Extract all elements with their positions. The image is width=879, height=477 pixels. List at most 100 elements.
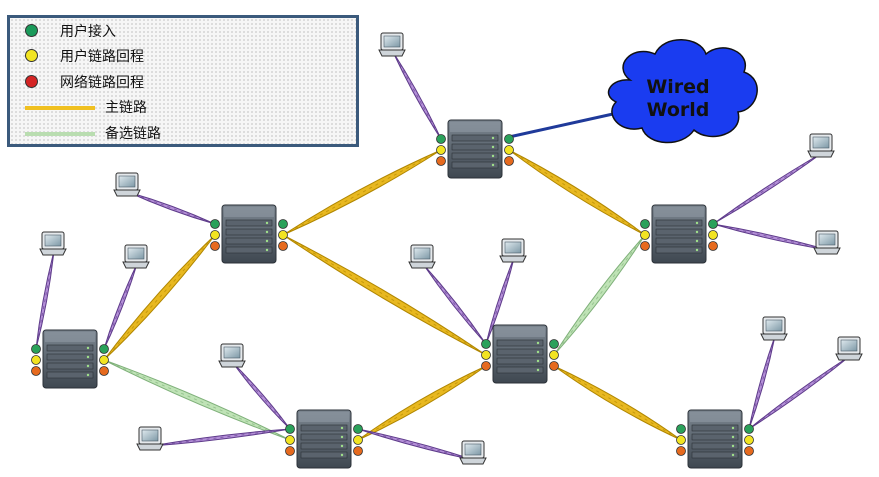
router-bay: [46, 371, 94, 379]
pc-base: [136, 443, 164, 451]
user-link-8-twist: [357, 428, 475, 461]
pc-base: [499, 255, 527, 263]
router-bay: [691, 433, 739, 441]
port-led-icon: [210, 241, 220, 251]
port-led-icon: [708, 241, 718, 251]
router-left: [31, 329, 109, 389]
client-pc-icon: [378, 32, 406, 57]
user-link-8: [357, 428, 475, 461]
port-led-icon: [549, 339, 559, 349]
router-status-light: [86, 346, 90, 350]
router-bl: [285, 409, 363, 469]
router-bay: [225, 246, 273, 254]
port-led-icon: [504, 134, 514, 144]
router-status-light: [340, 426, 344, 430]
main-link-0: [282, 149, 442, 236]
port-led-icon: [210, 219, 220, 229]
user-link-2-twist: [35, 250, 55, 350]
cloud-label-line1: Wired: [646, 76, 709, 98]
port-led-icon: [676, 424, 686, 434]
port-led-icon: [708, 219, 718, 229]
router-bay: [300, 442, 348, 450]
port-led-icon: [353, 446, 363, 456]
nodes-layer: [31, 32, 863, 469]
router-bay: [46, 353, 94, 361]
pc-base: [813, 247, 841, 255]
port-led-icon: [744, 446, 754, 456]
router-bay: [225, 219, 273, 227]
pc-screen: [765, 319, 783, 332]
port-led-icon: [278, 241, 288, 251]
router-bay: [655, 237, 703, 245]
pc-screen: [840, 339, 858, 352]
router-status-light: [86, 364, 90, 368]
user-link-5-twist: [485, 257, 515, 345]
port-led-icon: [278, 230, 288, 240]
pc-base: [807, 150, 835, 158]
pc-screen: [141, 429, 159, 442]
router-ur: [640, 204, 718, 264]
yellow-dot-icon: [25, 49, 38, 62]
port-led-icon: [640, 219, 650, 229]
router-bay: [300, 424, 348, 432]
uplink-line: [508, 110, 623, 139]
user-link-11-twist: [748, 335, 776, 430]
wired-world-cloud: Wired World: [607, 39, 758, 144]
port-led-icon: [99, 366, 109, 376]
port-led-icon: [285, 435, 295, 445]
router-bay: [655, 246, 703, 254]
pc-base: [39, 248, 67, 256]
main-link-2-twist: [282, 234, 487, 356]
router-status-light: [340, 435, 344, 439]
port-led-icon: [481, 350, 491, 360]
user-link-4-twist: [422, 263, 487, 345]
port-led-icon: [285, 446, 295, 456]
router-status-light: [340, 444, 344, 448]
port-led-icon: [285, 424, 295, 434]
client-pc-icon: [113, 172, 141, 197]
port-led-icon: [210, 230, 220, 240]
port-led-icon: [744, 435, 754, 445]
port-led-icon: [676, 446, 686, 456]
client-pc-icon: [218, 343, 246, 368]
pc-screen: [504, 241, 522, 254]
router-status-light: [536, 368, 540, 372]
port-led-icon: [549, 350, 559, 360]
router-status-light: [536, 359, 540, 363]
router-status-light: [536, 341, 540, 345]
pc-screen: [44, 234, 62, 247]
legend-row-main-link: 主链路: [10, 96, 356, 118]
client-pc-icon: [807, 133, 835, 158]
backup-link-0-twist: [103, 359, 291, 441]
port-led-icon: [278, 219, 288, 229]
legend-row-backup-link: 备选链路: [10, 122, 356, 144]
pc-screen: [383, 35, 401, 48]
router-top-panel: [690, 412, 740, 422]
router-status-light: [491, 154, 495, 158]
router-bay: [225, 228, 273, 236]
router-bay: [300, 451, 348, 459]
router-status-light: [731, 435, 735, 439]
router-status-light: [491, 136, 495, 140]
router-status-light: [86, 355, 90, 359]
router-bay: [451, 134, 499, 142]
client-pc-icon: [39, 231, 67, 256]
router-bay: [691, 442, 739, 450]
port-led-icon: [708, 230, 718, 240]
legend-row-network-backhaul: 网络链路回程: [10, 71, 356, 93]
router-top-panel: [224, 207, 274, 217]
main-link-0-twist: [282, 149, 442, 236]
client-pc-icon: [122, 244, 150, 269]
port-led-icon: [676, 435, 686, 445]
router-bay: [46, 344, 94, 352]
router-mid: [481, 324, 559, 384]
pc-base: [835, 353, 863, 361]
port-led-icon: [504, 145, 514, 155]
port-led-icon: [640, 230, 650, 240]
client-pc-icon: [136, 426, 164, 451]
backup-link-swatch: [25, 132, 95, 136]
legend-label: 用户接入: [60, 24, 116, 40]
cloud-shape: [607, 39, 758, 144]
port-led-icon: [31, 355, 41, 365]
